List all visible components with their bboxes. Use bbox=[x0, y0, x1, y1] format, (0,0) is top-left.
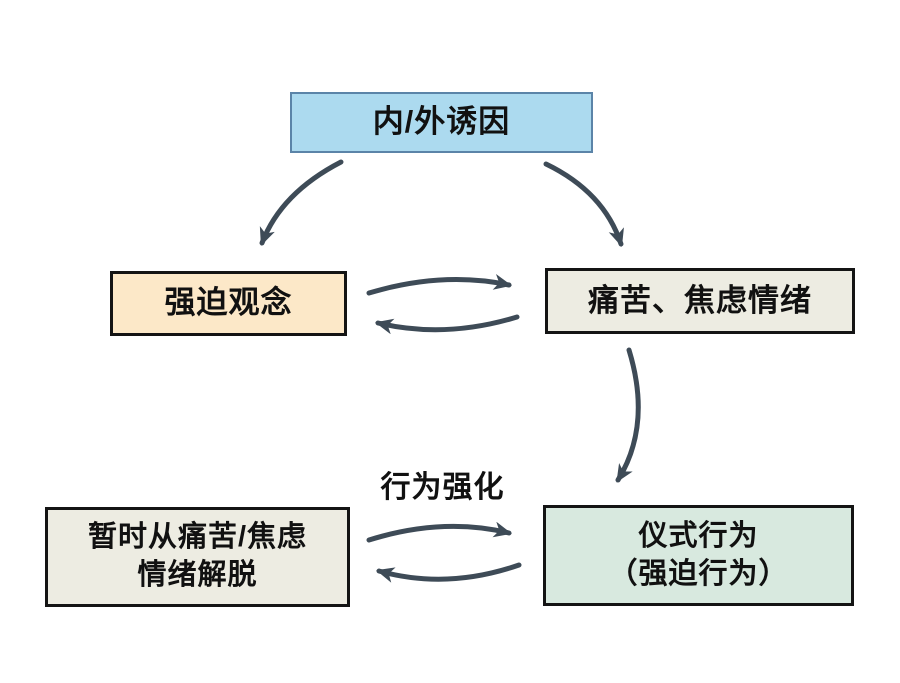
node-trigger: 内/外诱因 bbox=[290, 92, 593, 153]
reinforcement-label: 行为强化 bbox=[380, 471, 505, 504]
node-ritual-label-line1: 仪式行为 bbox=[638, 519, 759, 552]
node-trigger-label: 内/外诱因 bbox=[372, 104, 511, 140]
arrow-ritual-to-relief bbox=[376, 562, 522, 583]
node-relief-label-line1: 暂时从痛苦/焦虑 bbox=[87, 521, 308, 554]
node-relief-label-line2: 情绪解脱 bbox=[137, 559, 258, 591]
arrow-distress-to-ritual bbox=[615, 347, 641, 483]
node-obsession-label: 强迫观念 bbox=[164, 285, 293, 321]
arrow-relief-to-ritual bbox=[366, 521, 512, 543]
arrow-obsession-to-distress bbox=[366, 274, 512, 296]
node-distress: 痛苦、焦虑情绪 bbox=[545, 268, 855, 334]
node-distress-label: 痛苦、焦虑情绪 bbox=[588, 282, 812, 318]
arrow-distress-to-obsession bbox=[375, 314, 520, 335]
node-relief: 暂时从痛苦/焦虑 情绪解脱 bbox=[45, 507, 350, 607]
arrow-trigger-to-distress bbox=[543, 161, 624, 247]
node-ritual-label-line2: （强迫行为） bbox=[608, 557, 789, 590]
arrow-trigger-to-obsession bbox=[259, 159, 344, 246]
node-obsession: 强迫观念 bbox=[110, 271, 347, 336]
node-ritual: 仪式行为 （强迫行为） bbox=[543, 505, 854, 606]
